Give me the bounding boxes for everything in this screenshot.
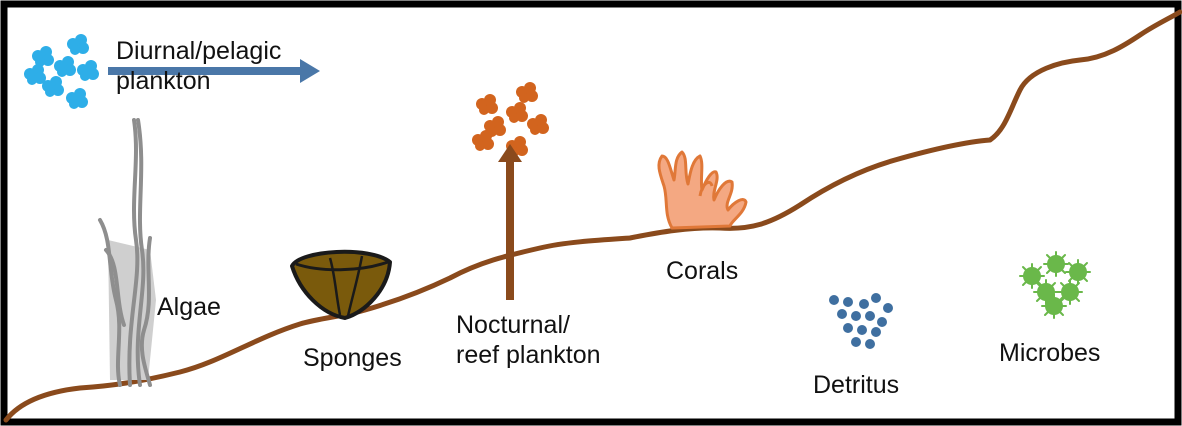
- label-algae: Algae: [157, 292, 221, 322]
- label-corals: Corals: [666, 256, 738, 286]
- label-diurnal-pelagic-plankton: Diurnal/pelagic plankton: [116, 36, 281, 96]
- label-diurnal-line1: Diurnal/pelagic: [116, 36, 281, 66]
- label-nocturnal-line1: Nocturnal/: [456, 310, 601, 340]
- reef-plankton-arrow: [498, 144, 522, 300]
- detritus-icon: [829, 293, 893, 349]
- label-sponges: Sponges: [303, 343, 402, 373]
- label-microbes: Microbes: [999, 338, 1100, 368]
- label-nocturnal-reef-plankton: Nocturnal/ reef plankton: [456, 310, 601, 370]
- label-nocturnal-line2: reef plankton: [456, 340, 601, 370]
- microbes-icon: [1020, 252, 1090, 318]
- pelagic-plankton-icon: [24, 34, 99, 109]
- label-diurnal-line2: plankton: [116, 66, 281, 96]
- algae-icon: [100, 120, 156, 385]
- label-detritus: Detritus: [813, 370, 899, 400]
- coral-icon: [659, 152, 746, 228]
